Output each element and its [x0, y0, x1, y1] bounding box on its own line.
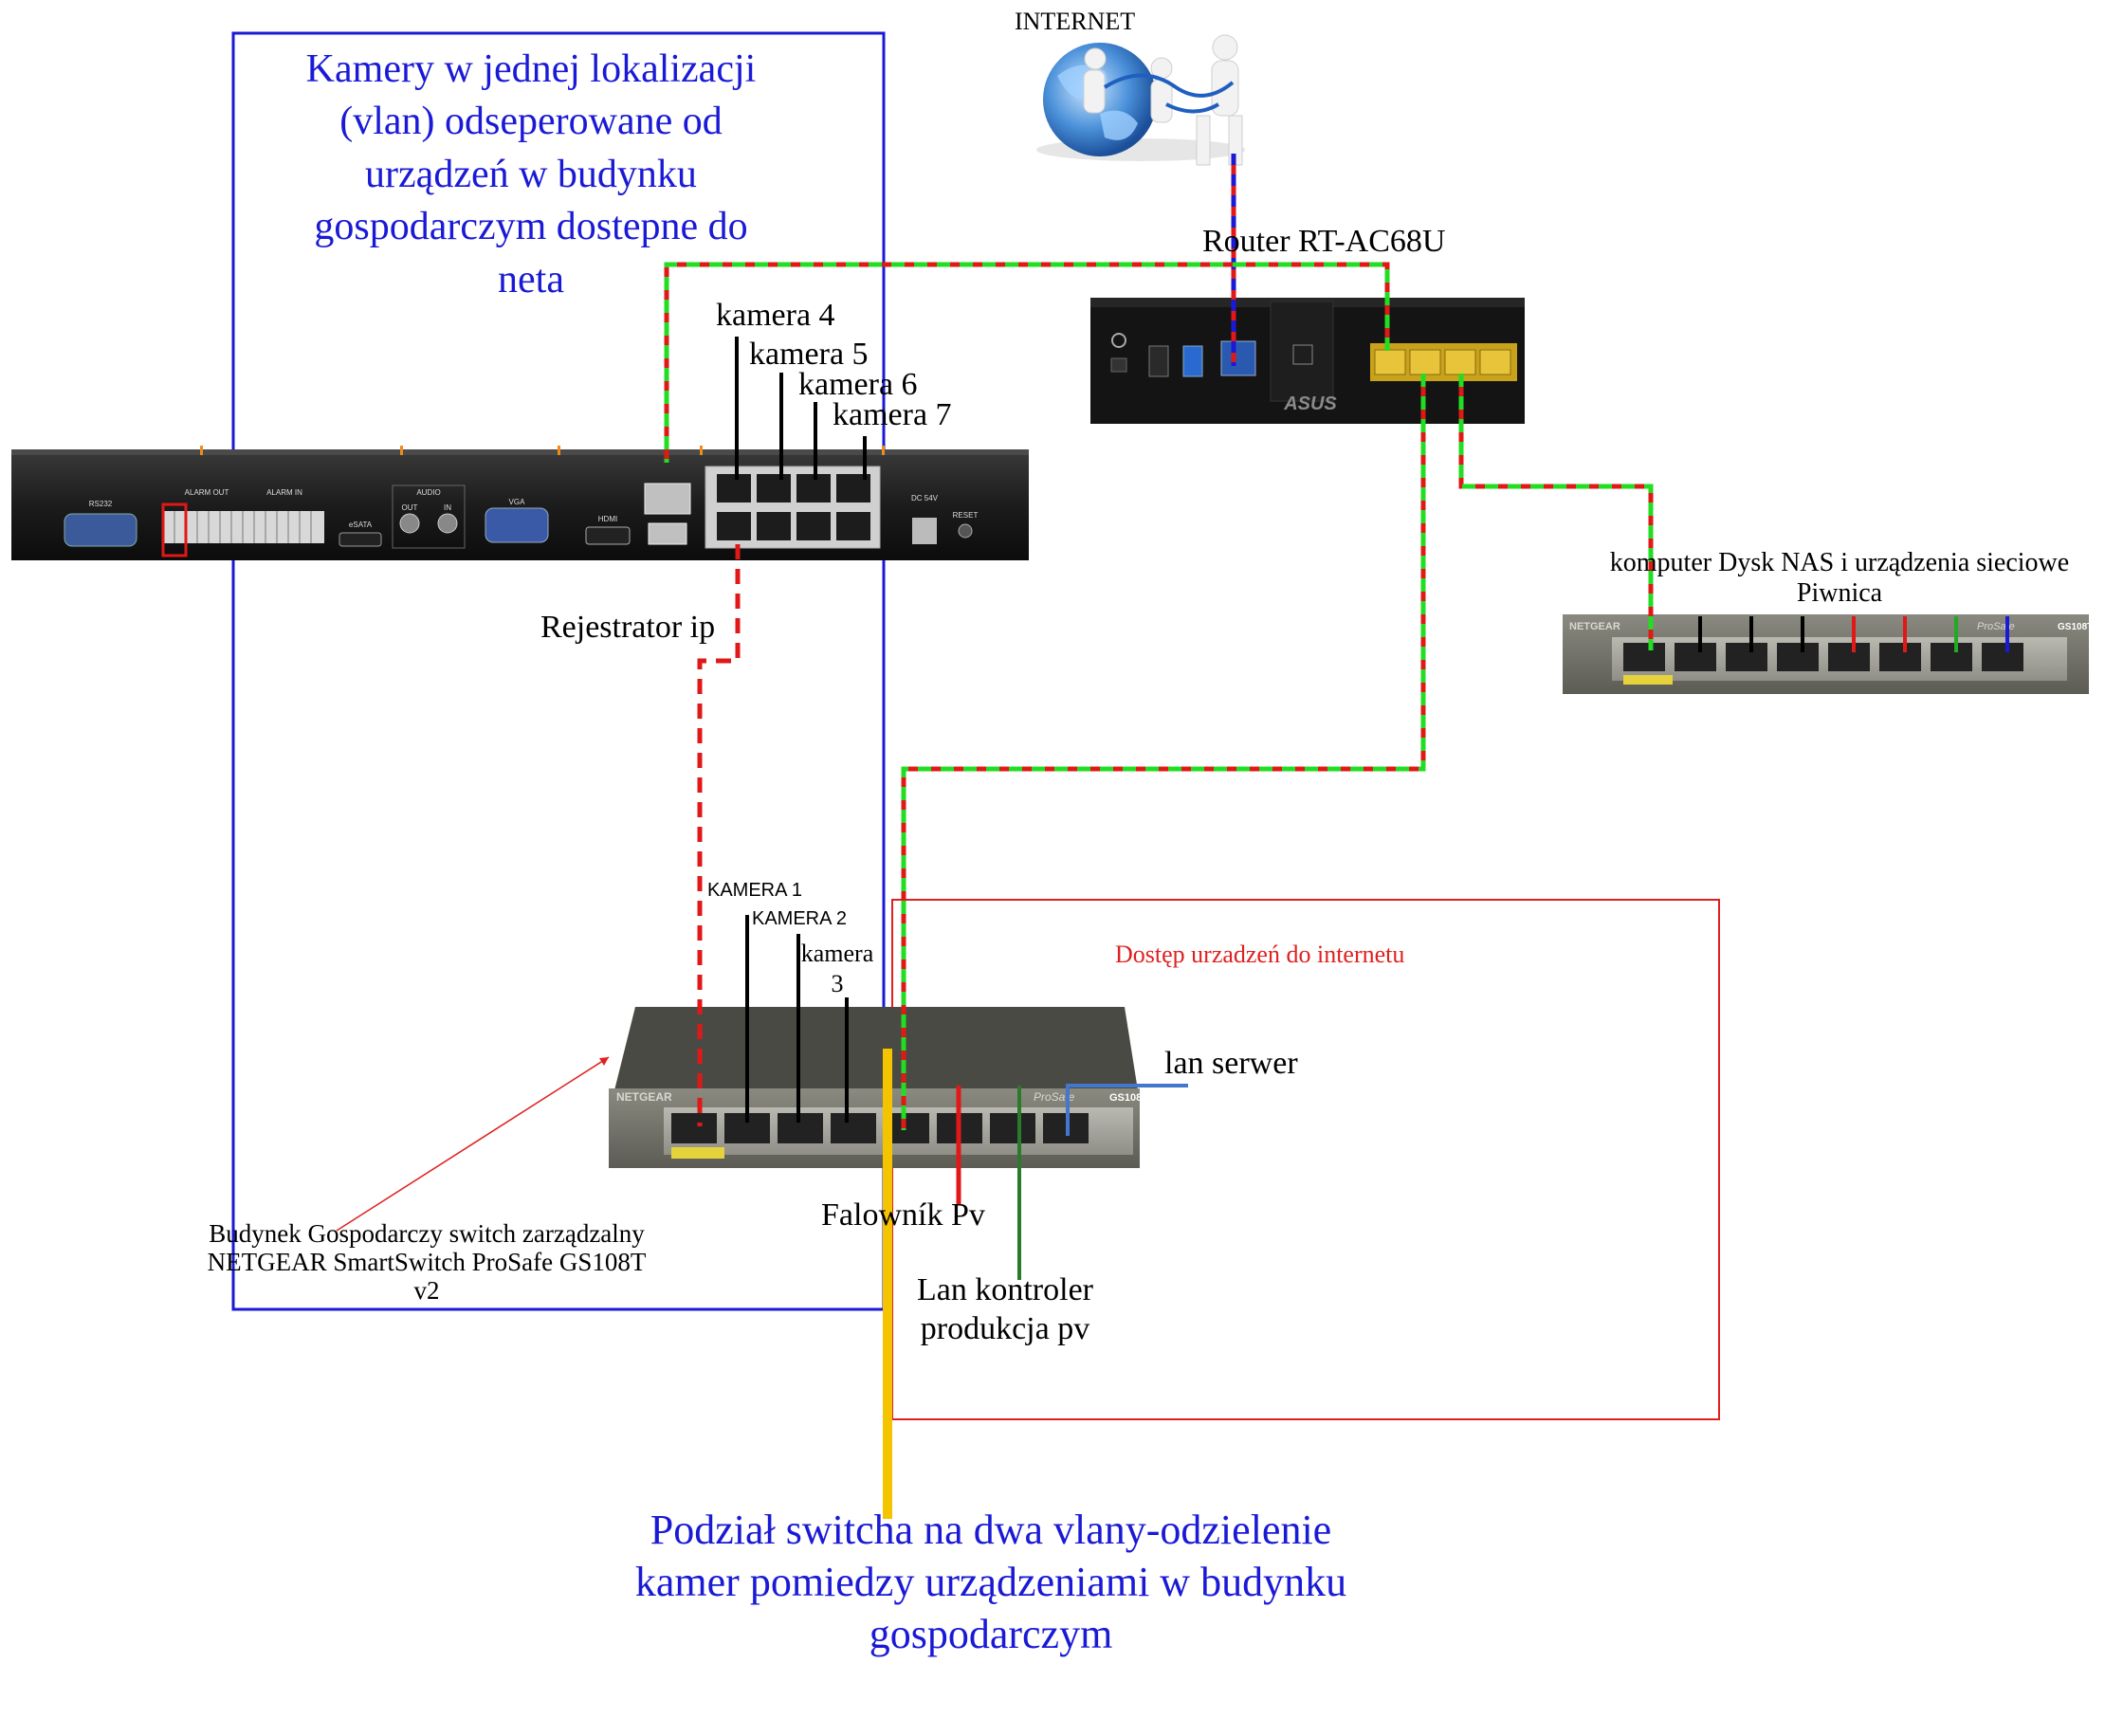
camera-4-label: kamera 4 — [716, 298, 835, 333]
lan-server-label: lan serwer — [1164, 1046, 1298, 1081]
nvr-audio-label: AUDIO — [416, 488, 440, 497]
main-switch-model: GS108T — [1109, 1092, 1148, 1104]
nvr-vga-label: VGA — [509, 498, 526, 506]
main-switch-caption-line-2: NETGEAR SmartSwitch ProSafe GS108T — [207, 1248, 647, 1277]
access-box-label: Dostęp urzadzeń do internetu — [1115, 941, 1405, 968]
nvr-alarm-out-label: ALARM OUT — [185, 488, 229, 497]
camera-5-label: kamera 5 — [749, 337, 869, 372]
nas-switch-label-line-1: komputer Dysk NAS i urządzenia sieciowe — [1609, 548, 2070, 577]
footer-line-3: gospodarczym — [869, 1611, 1113, 1657]
vlan-box-line-5: neta — [498, 257, 564, 302]
asus-logo: ASUS — [1283, 393, 1337, 414]
vlan-box-line-2: (vlan) odseperowane od — [339, 100, 723, 144]
switch-caption-arrowhead — [599, 1057, 609, 1066]
switch-caption-arrow — [336, 1056, 610, 1232]
nvr-label: Rejestrator ip — [540, 610, 716, 645]
nas-switch-brand: NETGEAR — [1569, 621, 1620, 632]
footer-line-1: Podział switcha na dwa vlany-odzielenie — [650, 1507, 1332, 1553]
internet-label: INTERNET — [1015, 8, 1136, 35]
nvr-recorder: RS232 ALARM OUT ALARM IN AUDIO OUT IN eS… — [11, 446, 1029, 560]
nvr-hdmi-label: HDMI — [598, 515, 617, 523]
nvr-camera-cables — [735, 337, 867, 480]
nas-switch-series: ProSafe — [1977, 621, 2015, 632]
router-rt-ac68u: ASUS — [1090, 298, 1525, 424]
router-nvr-cable — [664, 262, 1390, 463]
nvr-esata-label: eSATA — [349, 521, 373, 529]
controller-label-line-2: produkcja pv — [920, 1311, 1090, 1347]
main-switch-caption-line-3: v2 — [413, 1276, 440, 1306]
vlan-box-text: Kamery w jednej lokalizacji (vlan) odsep… — [237, 44, 825, 306]
main-switch-series: ProSafe — [1034, 1090, 1075, 1104]
nvr-main-switch-cable — [697, 544, 741, 1126]
controller-label-line-1: Lan kontroler — [917, 1272, 1093, 1307]
vlan-box-line-1: Kamery w jednej lokalizacji — [305, 47, 757, 91]
camera-6-label: kamera 6 — [798, 367, 918, 402]
camera-1-label: KAMERA 1 — [707, 880, 803, 901]
controller-label: Lan kontroler produkcja pv — [901, 1270, 1109, 1349]
footer-text: Podział switcha na dwa vlany-odzielenie … — [569, 1504, 1413, 1660]
camera-7-label: kamera 7 — [833, 397, 952, 432]
router-label: Router RT-AC68U — [1202, 224, 1446, 259]
nvr-alarm-in-label: ALARM IN — [266, 488, 302, 497]
nvr-audio-out-label: OUT — [402, 503, 418, 512]
nas-switch-model: GS108T — [2058, 622, 2093, 632]
nvr-dc-label: DC 54V — [911, 494, 939, 503]
inverter-label: Falowník Pv — [821, 1197, 985, 1233]
nvr-reset-label: RESET — [953, 511, 979, 520]
nas-switch: NETGEAR ProSafe GS108T — [1563, 614, 2093, 694]
nvr-rs232-label: RS232 — [89, 500, 113, 508]
nas-switch-label: komputer Dysk NAS i urządzenia sieciowe … — [1602, 548, 2077, 609]
nvr-audio-in-label: IN — [444, 503, 451, 512]
camera-3-label: kamera 3 — [800, 940, 874, 997]
main-switch-caption: Budynek Gospodarczy switch zarządzalny N… — [152, 1219, 702, 1306]
main-switch-brand: NETGEAR — [616, 1090, 672, 1104]
lan-server-cable — [1066, 1084, 1188, 1136]
camera-2-label: KAMERA 2 — [752, 908, 848, 929]
camera-vlan-box — [231, 31, 886, 1311]
router-main-switch-cable — [901, 374, 1426, 1130]
switch-camera-cables — [745, 915, 849, 1123]
main-switch-caption-line-1: Budynek Gospodarczy switch zarządzalny — [209, 1219, 645, 1248]
nas-switch-label-line-2: Piwnica — [1796, 578, 1883, 609]
footer-line-2: kamer pomiedzy urządzeniami w budynku — [634, 1559, 1347, 1605]
vlan-box-line-4: gospodarczym dostepne do — [314, 205, 748, 249]
router-nas-switch-cable — [1458, 374, 1654, 650]
nas-switch-port-cables — [1698, 616, 2009, 652]
vlan-box-line-3: urządzeń w budynku — [365, 152, 697, 196]
internet-icon — [1036, 34, 1245, 166]
